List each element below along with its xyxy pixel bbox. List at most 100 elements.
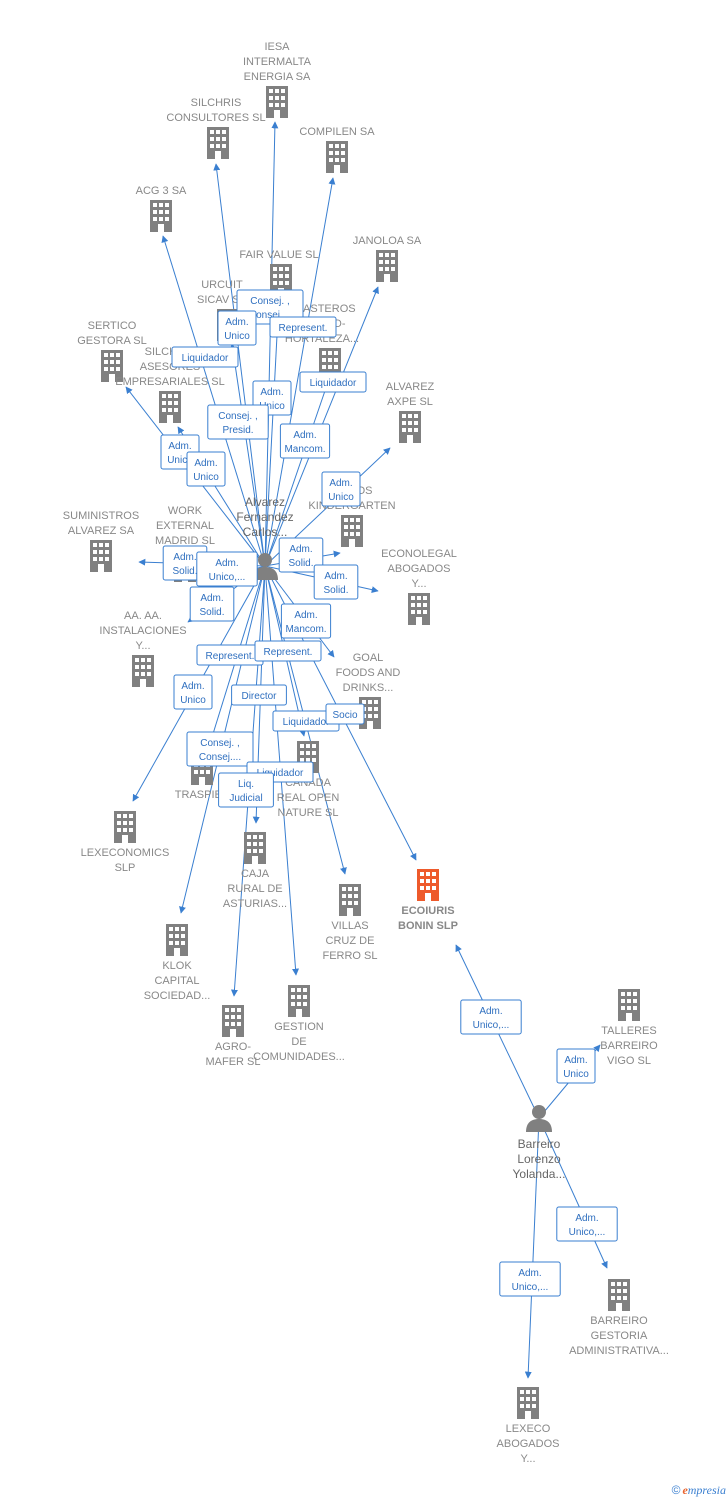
company-label-line: AA. AA. — [124, 610, 162, 622]
edge-label-e_represent3[interactable]: Represent. — [254, 640, 322, 662]
edge-label-text: Adm. — [168, 441, 191, 452]
edge-label-e_admunicodots[interactable]: Adm.Unico,... — [196, 551, 258, 587]
building-icon — [376, 250, 398, 282]
company-label-line: INTERMALTA — [243, 56, 312, 68]
edge-label-text: Presid. — [222, 425, 253, 436]
person-node-p1[interactable]: AlvarezFernandezCarlos... — [236, 495, 294, 580]
edge-label-e_admsolid3[interactable]: Adm.Solid. — [313, 564, 359, 600]
edge-p1-urcuit — [229, 343, 266, 567]
company-label-line: CONSULTORES SL — [166, 112, 265, 124]
edge-label-text: Represent. — [264, 647, 313, 658]
edge-label-e_director[interactable]: Director — [231, 684, 287, 706]
company-node-agromafer[interactable]: AGRO-MAFER SL — [205, 1005, 261, 1068]
edge-label-e_admmancom2[interactable]: Adm. Mancom. — [280, 603, 332, 639]
company-label-line: TRASPIES — [175, 789, 229, 801]
edge-label-e_admunico_lexeco[interactable]: Adm.Unico,... — [499, 1261, 561, 1297]
company-label-line: DE — [291, 1036, 306, 1048]
company-node-klok[interactable]: KLOKCAPITALSOCIEDAD... — [144, 924, 211, 1002]
company-node-lexeco[interactable]: LEXECOABOGADOSY... — [497, 1387, 560, 1465]
edge-label-text: Solid. — [172, 566, 197, 577]
edge-label-e_represent_top[interactable]: Represent. — [269, 316, 337, 338]
company-node-acg3[interactable]: ACG 3 SA — [136, 185, 187, 232]
edge-label-e_admunico_top[interactable]: Adm.Unico — [217, 310, 257, 346]
edge-label-text: Adm. — [200, 593, 223, 604]
edge-label-e_admsolid4[interactable]: Adm.Solid. — [189, 586, 235, 622]
edge-label-text: Mancom. — [285, 624, 326, 635]
edge-label-e_liqjudicial[interactable]: Liq.Judicial — [218, 772, 274, 808]
person-label-line: Alvarez — [245, 495, 285, 509]
company-node-fairvalue[interactable]: FAIR VALUE SL — [239, 249, 319, 296]
edge-label-e_admunico_gestoria[interactable]: Adm.Unico,... — [556, 1206, 618, 1242]
edge-label-box — [196, 551, 258, 587]
building-icon — [408, 593, 430, 625]
building-icon — [266, 86, 288, 118]
edge-label-e_admunico_ecoiuris[interactable]: Adm.Unico,... — [460, 999, 522, 1035]
edge-label-e_admsolid1[interactable]: Adm.Solid. — [162, 545, 208, 581]
edge-label-box — [189, 586, 235, 622]
edge-label-text: Unico — [167, 455, 193, 466]
edge-label-e_liquidador1[interactable]: Liquidador — [171, 346, 239, 368]
edge-label-text: Adm. — [294, 610, 317, 621]
edge-label-e_liquidador2[interactable]: Liquidador — [299, 371, 367, 393]
building-icon — [608, 1279, 630, 1311]
company-label-line: BARREIRO — [590, 1315, 648, 1327]
edge-label-e_admunico_talleres[interactable]: Adm.Unico — [556, 1048, 596, 1084]
company-label-line: SILCHRIS — [191, 97, 242, 109]
edge-label-e_admunico4[interactable]: Adm.Unico — [186, 451, 226, 487]
edge-label-e_consejpresid[interactable]: Consej. , Presid. — [207, 404, 269, 440]
company-label-line: SICAV SA — [197, 294, 248, 306]
company-node-aaaa[interactable]: AA. AA.INSTALACIONESY... — [99, 610, 187, 687]
company-label-line: VILLAS — [331, 920, 368, 932]
edge-label-e_admsolid2[interactable]: Adm.Solid. — [278, 537, 324, 573]
edge-label-e_admmancom1[interactable]: Adm.Mancom. — [279, 423, 331, 459]
company-label-line: FERRO SL — [322, 950, 377, 962]
company-node-silchris_c[interactable]: SILCHRIS CONSULTORES SL — [166, 97, 266, 159]
company-node-barreirogest[interactable]: BARREIROGESTORIAADMINISTRATIVA... — [569, 1279, 669, 1357]
edge-label-box — [186, 451, 226, 487]
edge-label-e_socio[interactable]: Socio — [325, 703, 365, 725]
company-node-janoloa[interactable]: JANOLOA SA — [353, 235, 422, 282]
building-icon — [90, 540, 112, 572]
building-icon — [618, 989, 640, 1021]
building-icon — [244, 832, 266, 864]
company-label-line: AGRO- — [215, 1041, 251, 1053]
edge-label-text: Represent. — [279, 323, 328, 334]
edge-label-text: Director — [241, 691, 277, 702]
edge-label-e_liquidador3[interactable]: Liquidador — [272, 710, 340, 732]
company-label-line: Y... — [411, 578, 426, 590]
company-node-traspies[interactable]: TRASPIES — [175, 753, 229, 801]
person-node-p2[interactable]: BarreiroLorenzoYolanda... — [513, 1105, 566, 1181]
edge-label-e_admunico_somos[interactable]: Adm.Unico — [321, 471, 361, 507]
company-node-gestion[interactable]: GESTIONDECOMUNIDADES... — [253, 985, 345, 1063]
company-node-compilen[interactable]: COMPILEN SA — [299, 126, 375, 173]
edge-label-e_consej2[interactable]: Consej. ,Consej.... — [186, 731, 254, 767]
company-label-line: ACG 3 SA — [136, 185, 187, 197]
edge-label-e_represent2[interactable]: Represent. — [196, 644, 264, 666]
company-label-line: BARREIRO — [600, 1040, 658, 1052]
person-label-line: Yolanda... — [513, 1167, 566, 1181]
building-icon — [517, 1387, 539, 1419]
company-label-line: SUMINISTROS — [63, 510, 139, 522]
company-node-econolegal[interactable]: ECONOLEGALABOGADOSY... — [381, 548, 457, 625]
edge-label-box — [173, 674, 213, 710]
edge-label-e_admunico5[interactable]: Adm.Unico — [173, 674, 213, 710]
edge-label-text: Consej. , — [218, 411, 257, 422]
company-label-line: GESTION — [274, 1021, 324, 1033]
edge-label-box — [231, 684, 287, 706]
edge-label-text: Consej.... — [249, 310, 291, 321]
edge-label-text: Consej. , — [200, 738, 239, 749]
company-label-line: BONIN SLP — [398, 920, 458, 932]
